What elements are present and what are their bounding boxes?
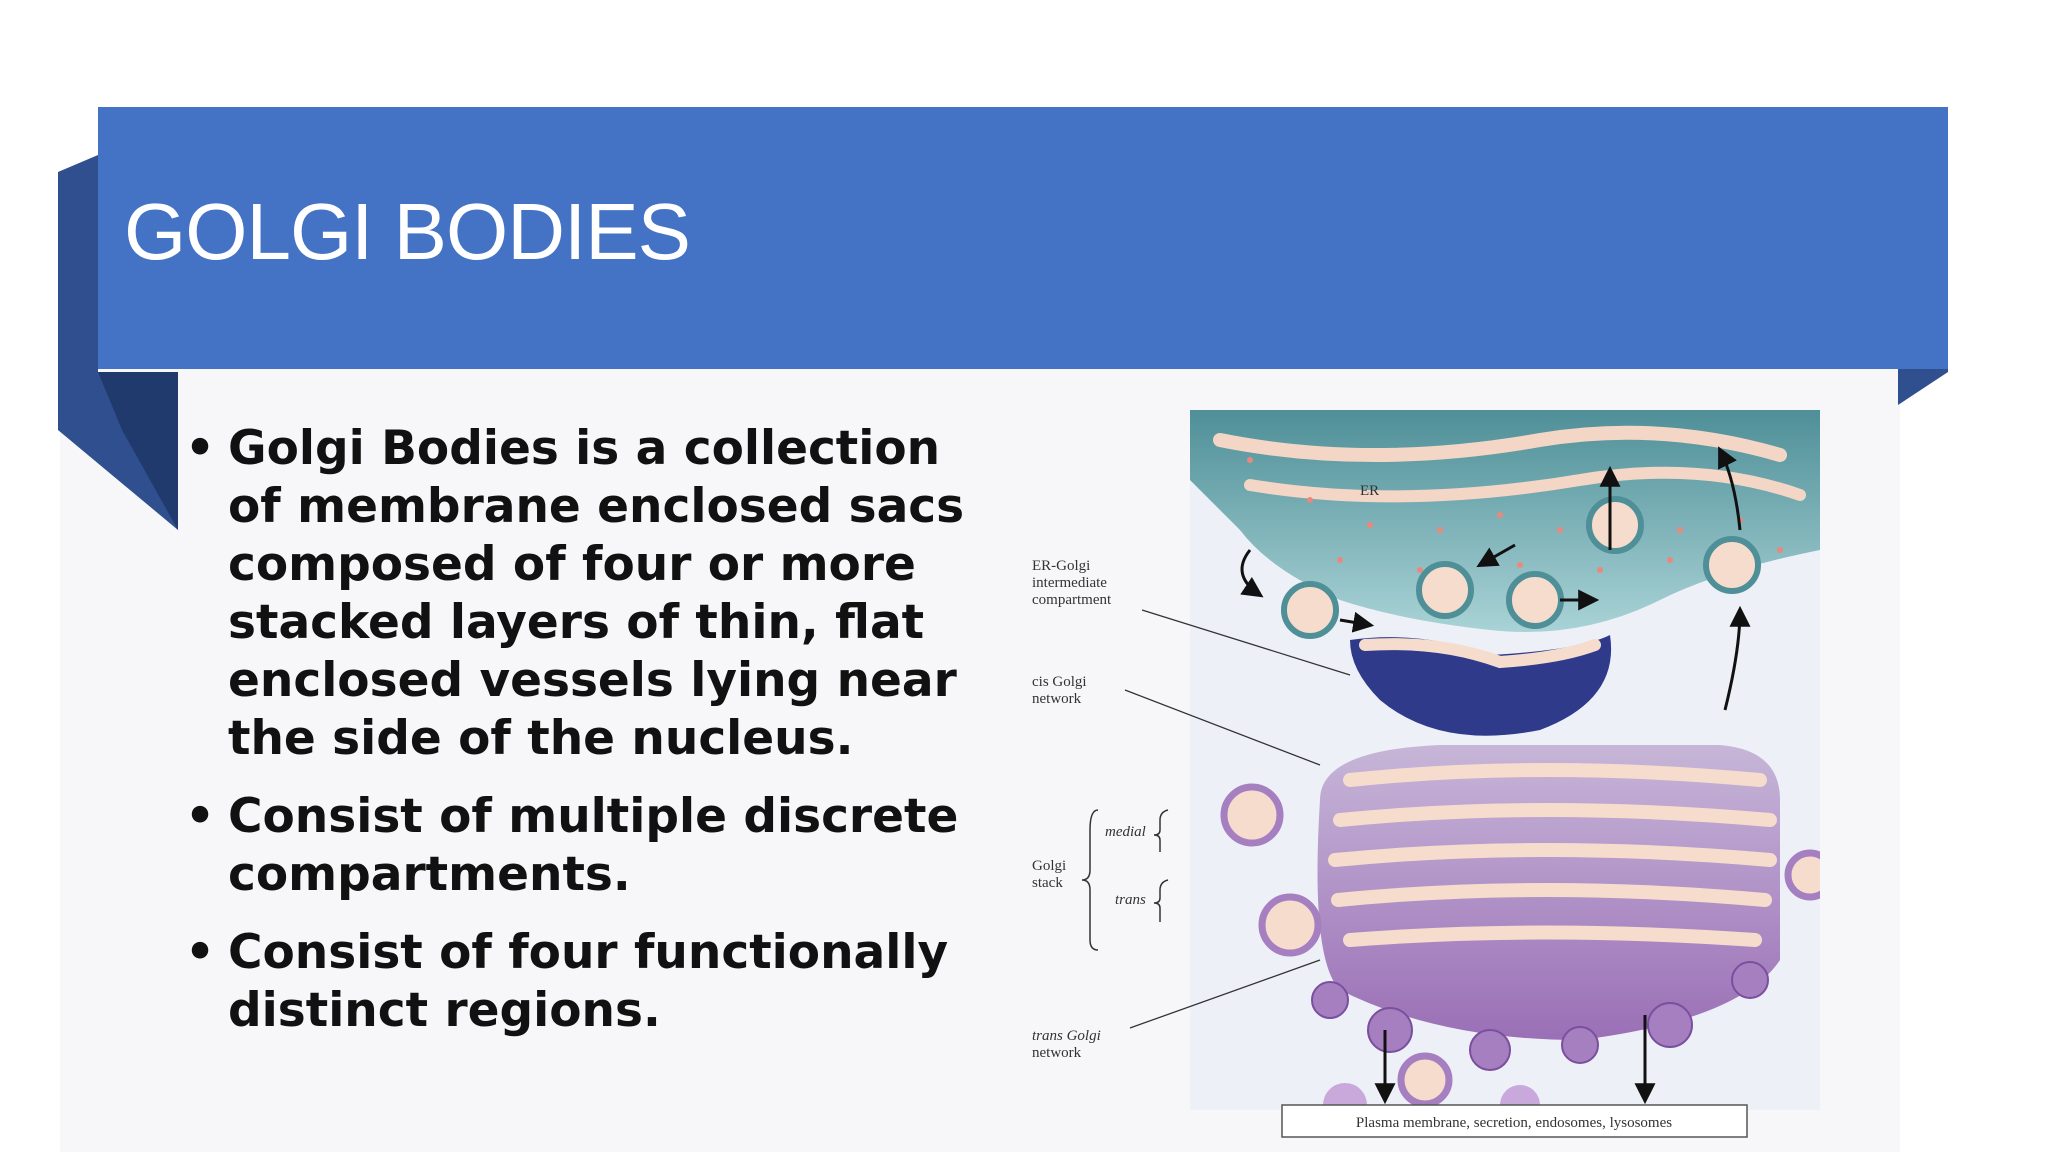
label-trans-golgi: trans Golgi network bbox=[1032, 1028, 1105, 1061]
golgi-diagram: ER ER-Golgi intermediate compartment cis… bbox=[1032, 410, 1820, 1138]
label-cis-golgi: cis Golgi network bbox=[1032, 674, 1090, 707]
label-er-golgi: ER-Golgi intermediate compartment bbox=[1032, 558, 1112, 608]
cisternae bbox=[1328, 763, 1777, 947]
label-golgi-stack: Golgi stack bbox=[1032, 858, 1070, 891]
er-membrane bbox=[1190, 410, 1820, 632]
destination-box bbox=[1281, 1104, 1748, 1138]
bullet-text: Consist of multiple discrete compartment… bbox=[228, 789, 959, 902]
bullet-text: Golgi Bodies is a collection of membrane… bbox=[228, 421, 965, 766]
slide-title: GOLGI BODIES bbox=[124, 187, 691, 276]
bullet-item: • Consist of four functionally distinct … bbox=[185, 924, 975, 1040]
label-trans: trans bbox=[1115, 892, 1146, 908]
label-destination: Plasma membrane, secretion, endosomes, l… bbox=[1356, 1115, 1672, 1131]
label-er: ER bbox=[1360, 483, 1379, 499]
bullet-dot: • bbox=[185, 925, 216, 980]
bullet-item: • Consist of multiple discrete compartme… bbox=[185, 788, 975, 904]
bullet-text: Consist of four functionally distinct re… bbox=[228, 925, 949, 1038]
bullet-dot: • bbox=[185, 789, 216, 844]
bullet-item: • Golgi Bodies is a collection of membra… bbox=[185, 420, 975, 768]
label-medial: medial bbox=[1105, 824, 1146, 840]
bullet-list: • Golgi Bodies is a collection of membra… bbox=[185, 420, 975, 1060]
bullet-dot: • bbox=[185, 421, 216, 476]
title-band bbox=[98, 107, 1948, 369]
